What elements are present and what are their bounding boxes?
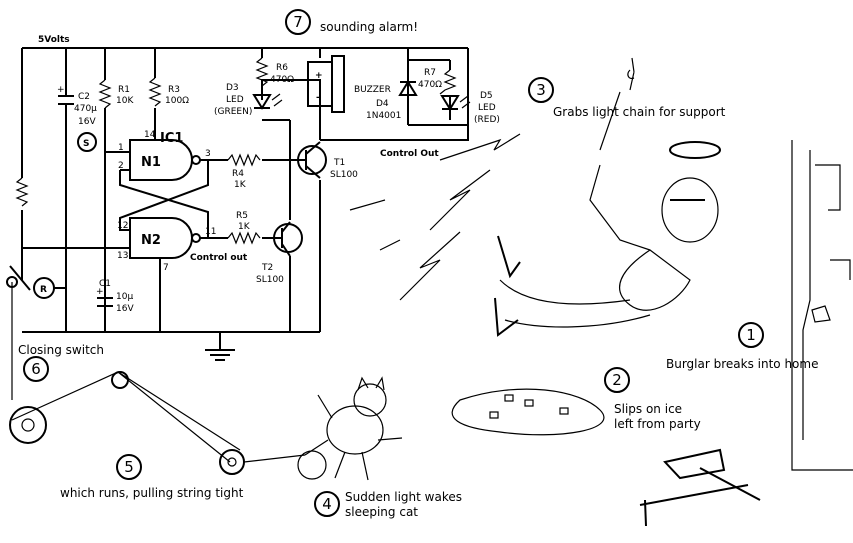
step-6-caption: Closing switch bbox=[18, 343, 104, 357]
r6-name: R6 bbox=[276, 63, 288, 73]
reed-switch bbox=[6, 265, 66, 299]
pin-3: 3 bbox=[205, 149, 211, 159]
d5-name: D5 bbox=[480, 91, 493, 101]
pin-11: 11 bbox=[205, 227, 216, 237]
resistor-symbols bbox=[15, 57, 457, 245]
pin-12: 12 bbox=[117, 221, 128, 231]
control-out-label-1: Control Out bbox=[380, 149, 439, 159]
r7-value: 470Ω bbox=[418, 80, 442, 90]
step-7-caption: sounding alarm! bbox=[320, 20, 418, 34]
r7-name: R7 bbox=[424, 68, 436, 78]
circuit-wiring bbox=[21, 47, 469, 361]
d3-line2: (GREEN) bbox=[214, 107, 252, 117]
t2-value: SL100 bbox=[256, 275, 284, 285]
step-1-caption: Burglar breaks into home bbox=[666, 357, 818, 371]
c2-voltage: 16V bbox=[78, 117, 96, 127]
pin-7: 7 bbox=[163, 263, 169, 273]
r3-value: 100Ω bbox=[165, 96, 189, 106]
r5-value: 1K bbox=[238, 222, 251, 232]
t2-name: T2 bbox=[261, 263, 273, 273]
door-frame bbox=[791, 140, 853, 471]
step-7-number: 7 bbox=[293, 13, 303, 31]
ic-label: IC1 bbox=[160, 131, 183, 146]
d5-line1: LED bbox=[478, 103, 496, 113]
c2-name: C2 bbox=[78, 92, 90, 102]
c2-value: 470μ bbox=[74, 104, 97, 114]
supply-label: 5Volts bbox=[38, 35, 70, 45]
d5-line2: (RED) bbox=[474, 115, 500, 125]
d3-line1: LED bbox=[226, 95, 244, 105]
transistor-t2 bbox=[273, 221, 303, 257]
pin-1: 1 bbox=[118, 143, 124, 153]
transistor-t1 bbox=[297, 141, 327, 179]
pin-2: 2 bbox=[118, 161, 124, 171]
burglar-drawing bbox=[494, 164, 719, 337]
capacitor-symbols: + + bbox=[57, 85, 113, 307]
d3-name: D3 bbox=[226, 83, 239, 93]
step-4-line1: Sudden light wakes bbox=[345, 490, 462, 504]
buzzer: + - bbox=[307, 55, 345, 113]
pulley-string bbox=[9, 282, 306, 475]
r1-name: R1 bbox=[118, 85, 130, 95]
r6-value: 470Ω bbox=[270, 75, 294, 85]
step-6-number: 6 bbox=[31, 360, 41, 378]
gate2-label: N2 bbox=[141, 233, 161, 248]
r-marker-label: R bbox=[40, 285, 47, 295]
step-3-caption: Grabs light chain for support bbox=[553, 105, 726, 119]
hammer-tool bbox=[639, 448, 761, 527]
pin-13: 13 bbox=[117, 251, 128, 261]
s-marker-label: S bbox=[83, 139, 89, 149]
c1-name: C1 bbox=[99, 279, 111, 289]
control-out-label-2: Control out bbox=[190, 253, 248, 263]
step-badges bbox=[23, 9, 764, 517]
step-5-caption: which runs, pulling string tight bbox=[60, 486, 244, 500]
c1-value: 10μ bbox=[116, 292, 133, 302]
buzzer-label: BUZZER bbox=[354, 85, 391, 95]
step-2-line2: left from party bbox=[614, 417, 701, 431]
step-2-number: 2 bbox=[612, 371, 622, 389]
step-1-number: 1 bbox=[746, 326, 756, 344]
lightning-bolts bbox=[349, 133, 521, 301]
r5-name: R5 bbox=[236, 211, 248, 221]
step-4-line2: sleeping cat bbox=[345, 505, 418, 519]
step-5-number: 5 bbox=[124, 458, 134, 476]
r4-value: 1K bbox=[234, 180, 247, 190]
r4-name: R4 bbox=[232, 169, 244, 179]
diode-d4 bbox=[398, 80, 418, 96]
t1-name: T1 bbox=[333, 158, 345, 168]
svg-text:+: + bbox=[315, 71, 323, 81]
gate1-label: N1 bbox=[141, 155, 161, 170]
ice-puddle bbox=[451, 388, 605, 436]
r3-name: R3 bbox=[168, 85, 180, 95]
svg-text:+: + bbox=[57, 85, 65, 95]
nand-gate-n1 bbox=[129, 139, 201, 181]
ceiling-light bbox=[599, 57, 721, 159]
cat-drawing bbox=[297, 376, 403, 481]
step-3-number: 3 bbox=[536, 81, 546, 99]
pin-14: 14 bbox=[144, 130, 156, 140]
nand-gate-n2 bbox=[129, 217, 201, 259]
led-d3 bbox=[252, 93, 283, 110]
d4-name: D4 bbox=[376, 99, 389, 109]
c1-voltage: 16V bbox=[116, 304, 134, 314]
r1-value: 10K bbox=[116, 96, 134, 106]
step-4-number: 4 bbox=[322, 495, 332, 513]
svg-text:+: + bbox=[96, 287, 104, 297]
s-marker bbox=[77, 132, 97, 152]
step-2-line1: Slips on ice bbox=[614, 402, 682, 416]
d4-value: 1N4001 bbox=[366, 111, 401, 121]
led-d5 bbox=[440, 95, 471, 111]
t1-value: SL100 bbox=[330, 170, 358, 180]
svg-text:-: - bbox=[316, 93, 320, 103]
